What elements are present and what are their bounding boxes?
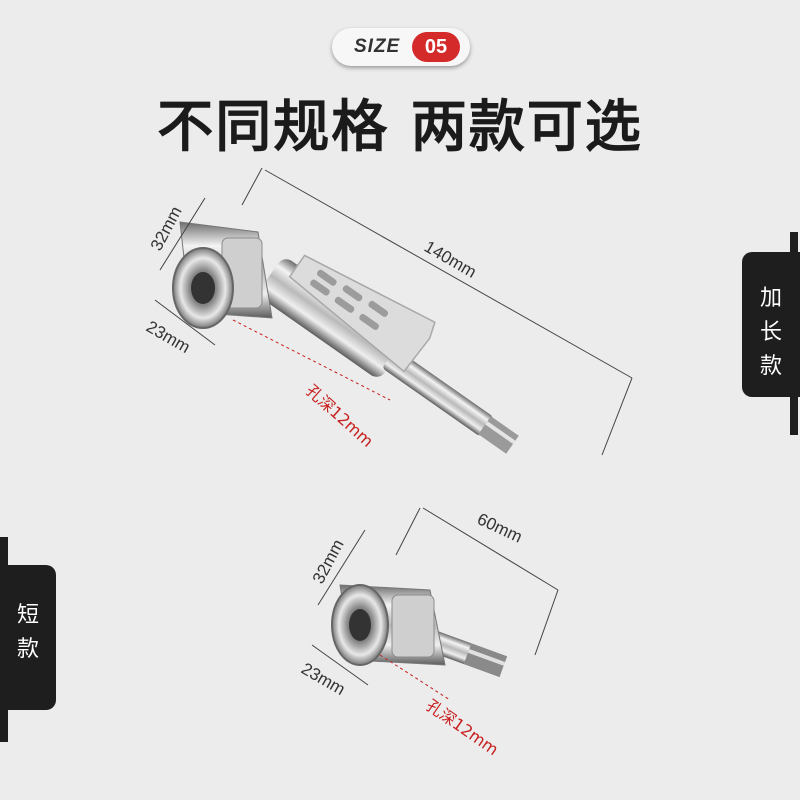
short-hole-depth-label: 孔深12mm: [423, 696, 502, 759]
size-number: 05: [412, 32, 460, 62]
tab-char: 款: [16, 637, 39, 662]
short-head-height-label: 32mm: [309, 536, 348, 587]
headline: 不同规格 两款可选: [157, 95, 643, 160]
short-dimension-lines: [311, 507, 559, 701]
short-model-tab: 短 款: [0, 565, 56, 710]
long-model-tab: 加 长 款: [742, 252, 800, 397]
size-badge: SIZE 05: [332, 28, 470, 66]
long-head-height-label: 32mm: [147, 203, 186, 254]
tab-char: 长: [759, 320, 782, 345]
short-adapter-illustration: [331, 584, 508, 678]
tab-char: 款: [759, 354, 782, 379]
long-adapter-illustration: [172, 221, 519, 454]
tab-notch: [790, 232, 798, 252]
tab-char: 加: [759, 286, 782, 311]
tab-notch: [0, 710, 8, 742]
tab-notch: [790, 397, 798, 435]
long-dimension-lines: [154, 167, 633, 456]
tab-notch: [0, 537, 8, 565]
tab-char: 短: [16, 603, 39, 628]
size-label: SIZE: [354, 36, 401, 57]
short-length-label: 60mm: [474, 509, 525, 546]
long-hole-depth-label: 孔深12mm: [302, 381, 377, 451]
